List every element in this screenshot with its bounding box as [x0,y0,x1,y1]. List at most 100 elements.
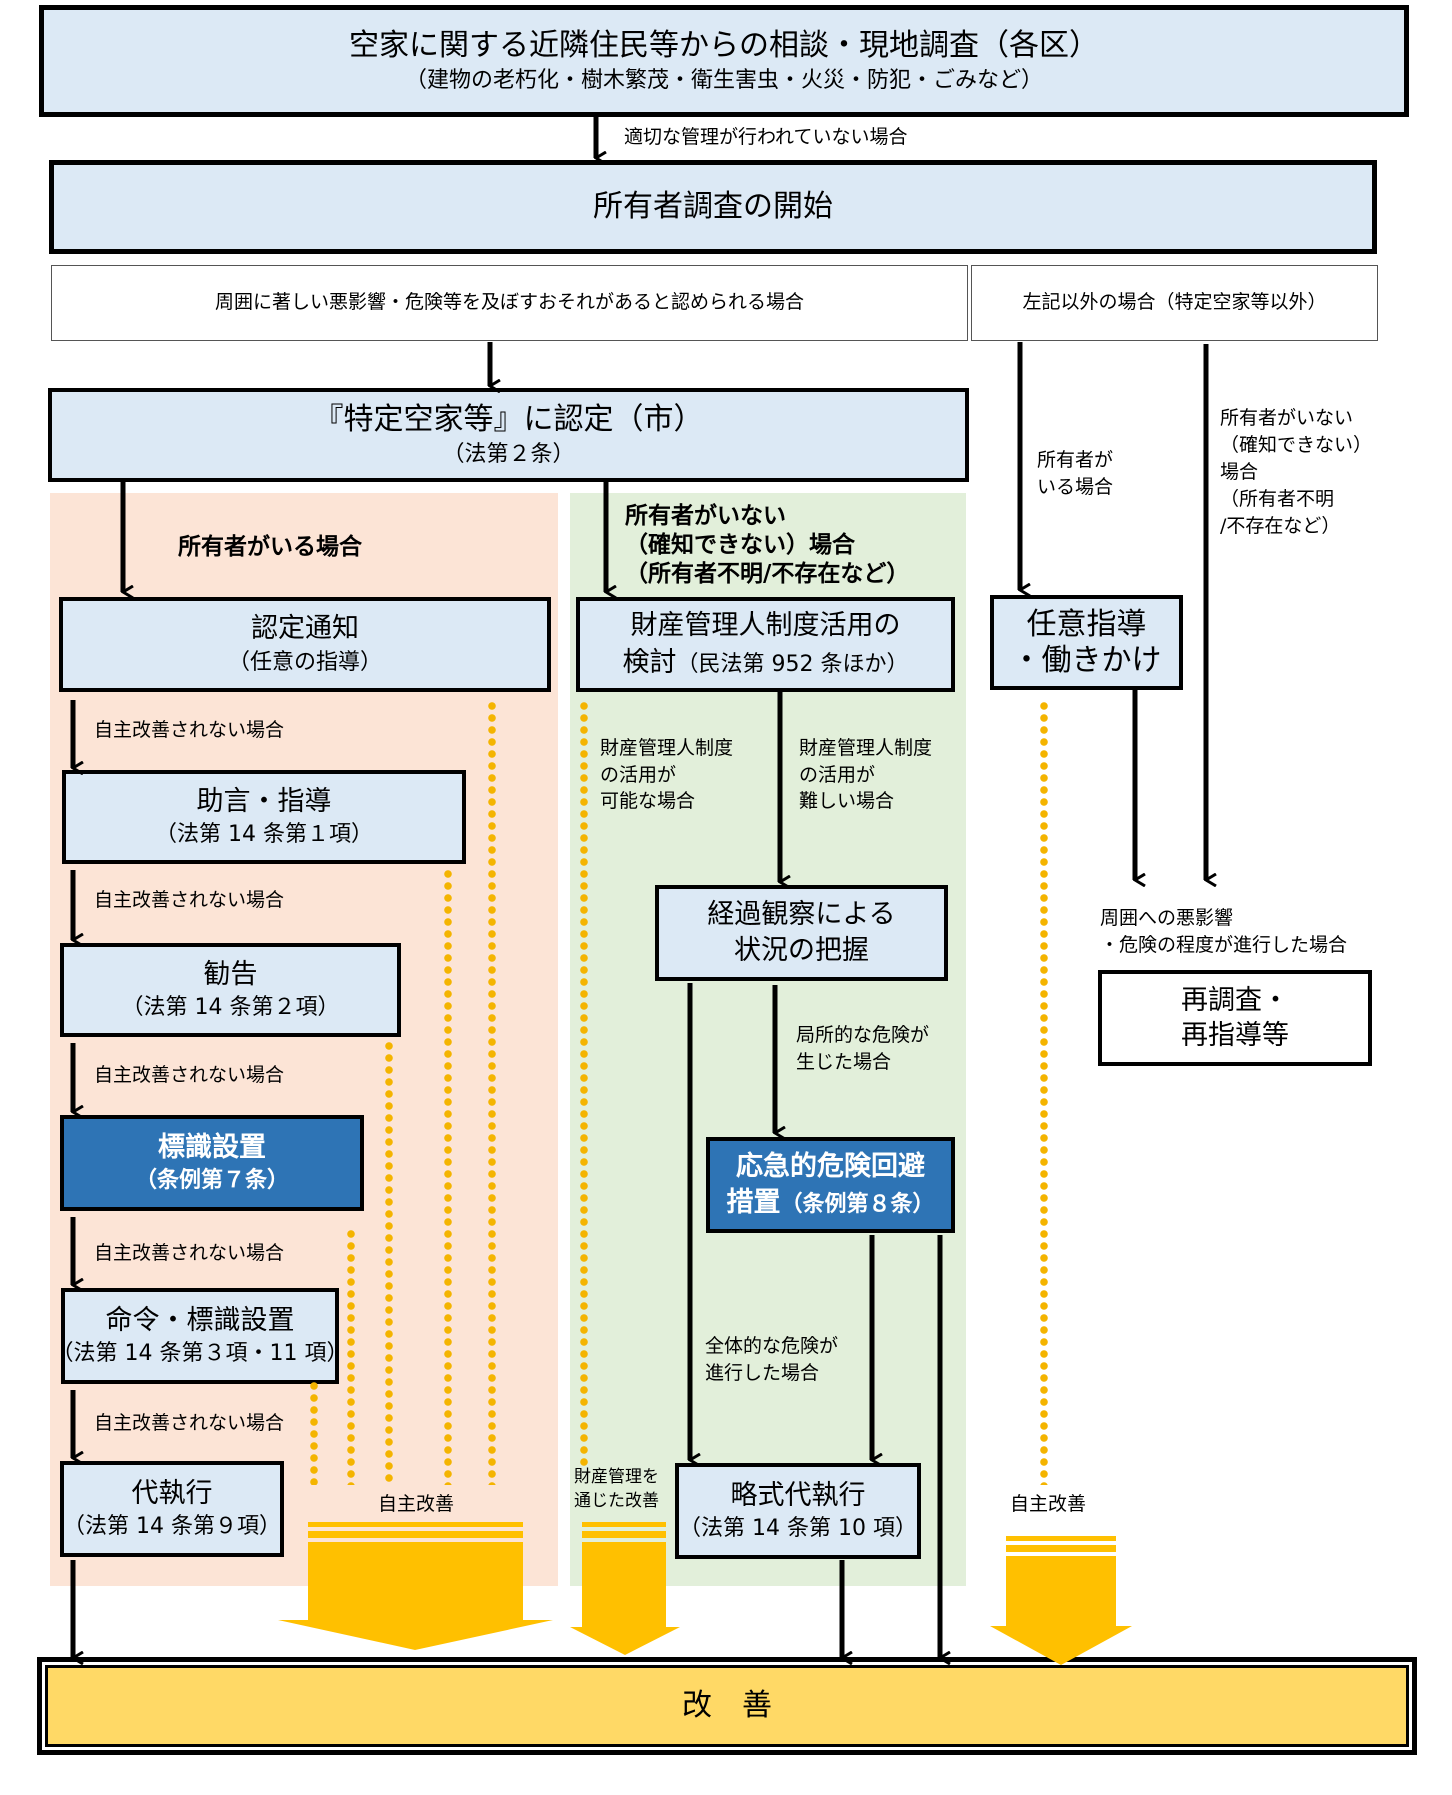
label-line: 財産管理人制度 [600,737,734,759]
owner-survey-title: 所有者調査の開始 [593,188,833,224]
owner-exists-heading: 所有者がいる場合 [178,534,362,560]
step-label: 自主改善されない場合 [94,1412,285,1434]
simplified-subtitle: （法第 14 条第 10 項） [679,1516,917,1542]
label-line: の活用が [600,763,677,786]
guidance-line: 任意指導 [1026,606,1147,642]
reinvestigate-box: 再調査・ 再指導等 [1098,970,1372,1066]
label-line: ・危険の程度が進行した場合 [1100,933,1348,956]
step-subtitle: （法第 14 条第９項） [63,1514,281,1540]
label-line: /不存在など） [1220,514,1341,537]
emergency-title: 応急的危険回避 [736,1150,925,1182]
owner-absent-right-label: 所有者がいない （確知できない） 場合 （所有者不明 /不存在など） [1220,405,1372,540]
label-line: 通じた改善 [574,1490,659,1511]
consider-subtitle: （民法第 952 条ほか） [676,651,909,677]
label-line: 難しい場合 [799,790,895,813]
label-line: 周囲への悪影響 [1100,907,1234,929]
step-title: 代執行 [131,1477,213,1509]
result-text: 改 善 [682,1687,772,1723]
step-recommendation: 勧告 （法第 14 条第２項） [60,943,401,1037]
emergency-measure-box: 応急的危険回避 措置（条例第８条） [706,1137,955,1233]
observe-line: 状況の把握 [734,935,869,966]
label-line: 局所的な危険が [796,1024,930,1046]
label-line: 進行した場合 [705,1361,820,1384]
step-subtitle: （法第 14 条第３項・11 項） [51,1341,349,1367]
dotted-line [1040,700,1048,1485]
condition-right-box: 左記以外の場合（特定空家等以外） [971,265,1378,341]
label-line: 所有者がいない [1220,407,1354,429]
simplified-title: 略式代執行 [730,1479,866,1511]
overall-danger-label: 全体的な危険が 進行した場合 [705,1333,838,1386]
heading-line: 所有者がいない [625,503,786,529]
owner-survey-box: 所有者調査の開始 [49,160,1377,254]
dotted-line [385,1040,393,1485]
consider-custodian-box: 財産管理人制度活用の 検討（民法第 952 条ほか） [576,597,955,692]
step-subtitle: （法第 14 条第２項） [121,995,340,1021]
step-label: 自主改善されない場合 [94,1064,285,1086]
step-administrative-execution: 代執行 （法第 14 条第９項） [60,1461,284,1557]
label-line: 所有者が [1037,449,1114,471]
designation-box: 『特定空家等』に認定（市） （法第２条） [48,388,969,482]
emergency-subtitle: （条例第８条） [780,1192,935,1217]
step-notification: 認定通知 （任意の指導） [59,597,551,692]
possible-label: 財産管理人制度 の活用が 可能な場合 [600,735,733,815]
big-arrow-right [990,1536,1132,1665]
label-line: 場合 [1220,460,1259,483]
step-label: 自主改善されない場合 [94,889,285,911]
step-subtitle: （法第 14 条第１項） [155,822,373,848]
step-title: 標識設置 [158,1131,266,1163]
step-title: 認定通知 [251,613,359,645]
label-line: 財産管理人制度 [799,737,933,759]
step-subtitle: （任意の指導） [227,649,382,675]
observe-line: 経過観察による [707,898,896,930]
owner-absent-heading: 所有者がいない （確知できない）場合 （所有者不明/不存在など） [625,502,909,588]
consultation-title: 空家に関する近隣住民等からの相談・現地調査（各区） [349,27,1099,63]
label-line: いる場合 [1037,475,1114,498]
consider-title2: 検討 [622,646,677,678]
property-improve-label: 財産管理を 通じた改善 [574,1466,659,1514]
step-subtitle: （条例第７条） [134,1168,289,1194]
dotted-line [347,1228,355,1485]
label-line: 財産管理を [574,1467,659,1487]
difficult-label: 財産管理人制度 の活用が 難しい場合 [799,735,932,815]
reinvestigate-line: 再指導等 [1181,1020,1289,1051]
dotted-line [580,700,588,1468]
label-line: の活用が [799,763,876,786]
heading-line: （確知できない）場合 [625,531,855,558]
step-order: 命令・標識設置 （法第 14 条第３項・11 項） [52,1288,348,1384]
dotted-line [488,700,496,1485]
self-improve-right-label: 自主改善 [1010,1493,1087,1515]
label-line: 全体的な危険が [705,1335,839,1357]
consultation-subtitle: （建物の老朽化・樹木繁茂・衛生害虫・火災・防犯・ごみなど） [404,68,1043,94]
designation-title: 『特定空家等』に認定（市） [313,401,704,437]
local-danger-label: 局所的な危険が 生じた場合 [796,1022,929,1075]
step-title: 助言・指導 [196,785,332,817]
owner-exists-right-label: 所有者が いる場合 [1037,447,1113,500]
step-sign-installation: 標識設置 （条例第７条） [60,1115,364,1211]
result-improvement-box: 改 善 [37,1657,1417,1755]
label-line: （所有者不明 [1220,487,1335,510]
dotted-line [444,868,452,1485]
step-label: 自主改善されない場合 [94,1242,285,1264]
step-advice: 助言・指導 （法第 14 条第１項） [62,770,466,864]
simplified-execution-box: 略式代執行 （法第 14 条第 10 項） [675,1463,921,1559]
observation-box: 経過観察による 状況の把握 [655,885,948,981]
label-not-managed: 適切な管理が行われていない場合 [624,126,908,148]
reinvestigate-line: 再調査・ [1181,984,1289,1016]
condition-left-box: 周囲に著しい悪影響・危険等を及ぼすおそれがあると認められる場合 [51,265,968,341]
step-label: 自主改善されない場合 [94,719,285,741]
consider-title: 財産管理人制度活用の [630,610,901,642]
voluntary-guidance-box: 任意指導 ・働きかけ [990,595,1183,690]
worsened-label: 周囲への悪影響 ・危険の程度が進行した場合 [1100,905,1347,958]
heading-line: （所有者不明/不存在など） [625,560,910,587]
label-line: 可能な場合 [600,790,696,813]
label-line: 生じた場合 [796,1050,892,1073]
designation-subtitle: （法第２条） [442,442,575,468]
dotted-line [310,1380,318,1485]
consultation-box: 空家に関する近隣住民等からの相談・現地調査（各区） （建物の老朽化・樹木繁茂・衛… [39,5,1409,117]
emergency-title2: 措置 [726,1187,781,1218]
guidance-line: ・働きかけ [1011,642,1162,678]
step-title: 勧告 [203,958,258,990]
label-line: （確知できない） [1220,433,1373,456]
self-improve-label: 自主改善 [378,1493,455,1515]
condition-right-text: 左記以外の場合（特定空家等以外） [1022,291,1327,314]
